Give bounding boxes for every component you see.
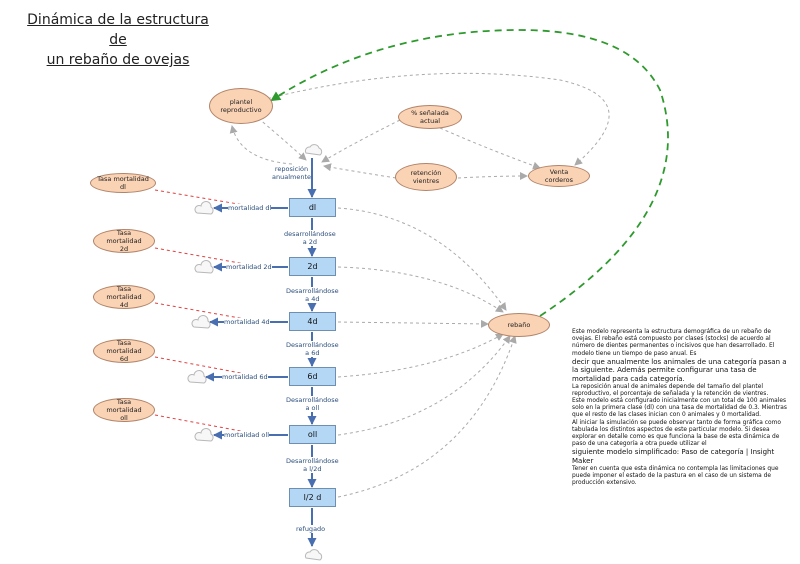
variable-tasa-mortalidad-oll[interactable]: Tasa mortalidad oll — [93, 398, 155, 422]
variable-label: plantel reproductivo — [220, 98, 262, 114]
flow-desarrollandose-2d[interactable]: desarrollándose a 2d — [284, 230, 336, 246]
variable-rebano[interactable]: rebaño — [488, 313, 550, 337]
cloud-icon — [304, 144, 323, 156]
variable-senalada-actual[interactable]: % señalada actual — [398, 105, 462, 129]
variable-label: Tasa mortalidad 6d — [106, 339, 142, 363]
stock-4d[interactable]: 4d — [289, 312, 336, 331]
flow-reposicion-anualmente[interactable]: reposición anualmente — [272, 165, 312, 181]
stock-6d[interactable]: 6d — [289, 367, 336, 386]
variable-label: Tasa mortalidad oll — [106, 398, 142, 422]
title-line-1: Dinámica de la estructura de — [27, 12, 209, 48]
page-title: Dinámica de la estructura de un rebaño d… — [18, 10, 218, 70]
cloud-icon — [194, 259, 214, 274]
variable-label: rebaño — [507, 321, 531, 329]
flow-desarrollandose-oll[interactable]: Desarrollándose a oll — [286, 396, 339, 412]
flow-mortalidad-6d[interactable]: mortalidad 6d — [222, 373, 268, 381]
description-paragraph: Al iniciar la simulación se puede observ… — [572, 419, 781, 448]
variable-tasa-mortalidad-dl[interactable]: Tasa mortalidad dl — [90, 173, 156, 193]
flow-desarrollandose-4d[interactable]: Desarrollándose a 4d — [286, 287, 339, 303]
cloud-icon — [187, 369, 207, 384]
flow-mortalidad-oll[interactable]: mortalidad oll — [224, 431, 270, 439]
variable-label: % señalada actual — [411, 109, 449, 125]
influence-links — [229, 72, 610, 498]
flow-refugado[interactable]: refugado — [296, 525, 326, 533]
variable-label: Tasa mortalidad 4d — [106, 285, 142, 309]
description-paragraph: siguiente modelo simplificado: Paso de c… — [572, 448, 775, 466]
description-paragraph: Este modelo representa la estructura dem… — [572, 329, 775, 357]
stock-label: 4d — [307, 317, 318, 326]
stock-2d[interactable]: 2d — [289, 257, 336, 276]
flow-mortalidad-2d[interactable]: mortalidad 2d — [226, 263, 272, 271]
title-line-2: un rebaño de ovejas — [46, 52, 190, 68]
variable-label: Tasa mortalidad dl — [97, 175, 149, 191]
model-description: Este modelo representa la estructura dem… — [572, 329, 790, 487]
variable-label: Venta corderos — [544, 168, 574, 184]
stock-label: oll — [307, 430, 318, 439]
description-paragraph: Este modelo está configurado inicialment… — [572, 398, 787, 419]
flow-mortalidad-dl[interactable]: mortalidad dl — [228, 204, 272, 212]
cloud-icon — [191, 314, 211, 329]
variable-retencion-vientres[interactable]: retención vientres — [395, 163, 457, 191]
cloud-icon — [304, 549, 323, 561]
stock-l2d[interactable]: l/2 d — [289, 488, 336, 507]
stock-label: l/2 d — [303, 493, 322, 502]
stock-label: 2d — [307, 262, 318, 271]
feedback-link — [270, 29, 669, 317]
variable-tasa-mortalidad-2d[interactable]: Tasa mortalidad 2d — [93, 229, 155, 253]
mortality-rate-links — [154, 189, 263, 438]
variable-label: retención vientres — [410, 169, 442, 185]
description-paragraph: decir que anualmente los animales de una… — [572, 357, 787, 383]
stock-oll[interactable]: oll — [289, 425, 336, 444]
variable-tasa-mortalidad-6d[interactable]: Tasa mortalidad 6d — [93, 339, 155, 363]
description-paragraph: La reposición anual de animales depende … — [572, 383, 769, 397]
cloud-icon — [194, 200, 214, 215]
cloud-icon — [194, 427, 214, 442]
variable-venta-corderos[interactable]: Venta corderos — [528, 165, 590, 187]
stock-label: 6d — [307, 372, 318, 381]
flow-mortalidad-4d[interactable]: mortalidad 4d — [224, 318, 270, 326]
stock-label: dl — [308, 203, 317, 212]
stock-dl[interactable]: dl — [289, 198, 336, 217]
flow-desarrollandose-6d[interactable]: Desarrollándose a 6d — [286, 341, 339, 357]
variable-tasa-mortalidad-4d[interactable]: Tasa mortalidad 4d — [93, 285, 155, 309]
variable-label: Tasa mortalidad 2d — [106, 229, 142, 253]
flow-desarrollandose-l2d[interactable]: Desarrollándose a l/2d — [286, 457, 339, 473]
description-paragraph: Tener en cuenta que esta dinámica no con… — [572, 465, 779, 487]
variable-plantel-reproductivo[interactable]: plantel reproductivo — [209, 88, 273, 124]
